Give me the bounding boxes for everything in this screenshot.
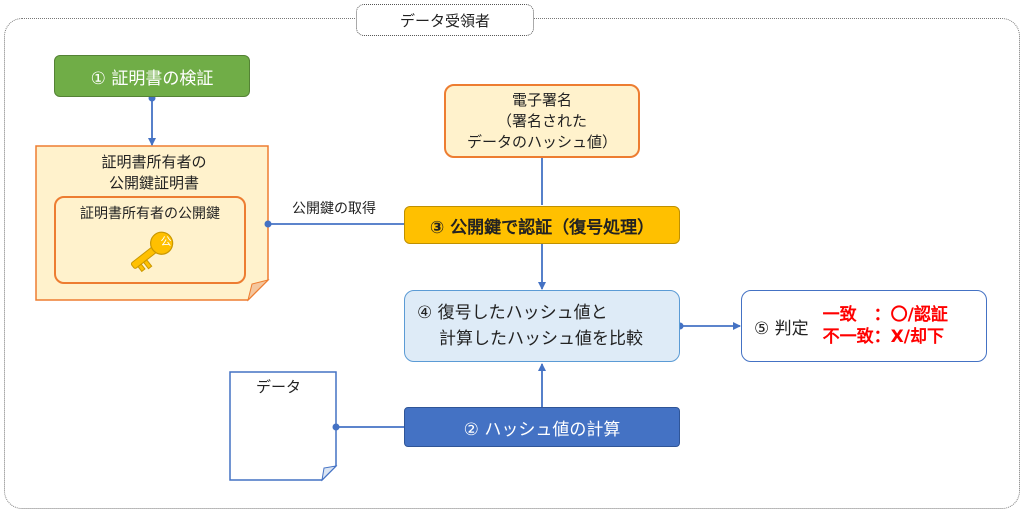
signature-line3: データのハッシュ値） bbox=[466, 132, 617, 151]
step3-authenticate: ③ 公開鍵で認証（復号処理） bbox=[404, 206, 680, 244]
digital-signature-box: 電子署名 （署名された データのハッシュ値） bbox=[444, 84, 640, 158]
step2-compute-hash: ② ハッシュ値の計算 bbox=[404, 407, 680, 447]
frame-title: データ受領者 bbox=[356, 4, 534, 36]
certificate-title-line1: 証明書所有者の bbox=[101, 153, 207, 171]
data-document-fold bbox=[321, 465, 338, 482]
step5-label: ⑤ 判定 bbox=[754, 318, 809, 339]
step5-results: 一致 ：〇/認証 不一致：X/却下 bbox=[823, 304, 948, 348]
result-match: 一致 ：〇/認証 bbox=[822, 305, 948, 325]
step4-line1: ④ 復号したハッシュ値と bbox=[417, 303, 608, 323]
connector-dot bbox=[264, 220, 272, 228]
result-mismatch: 不一致：X/却下 bbox=[822, 327, 944, 347]
step1-verify-certificate: ① 証明書の検証 bbox=[54, 55, 250, 97]
key-badge: 公 bbox=[161, 235, 172, 248]
data-document-label: データ bbox=[256, 378, 302, 396]
certificate-fold bbox=[247, 279, 270, 302]
step5-judgement: ⑤ 判定 一致 ：〇/認証 不一致：X/却下 bbox=[741, 290, 987, 362]
public-key-box bbox=[54, 196, 246, 284]
step4-compare: ④ 復号したハッシュ値と 計算したハッシュ値を比較 bbox=[404, 290, 680, 362]
step4-line2: 計算したハッシュ値を比較 bbox=[439, 329, 643, 349]
signature-line2: （署名された bbox=[496, 111, 587, 130]
public-key-label: 証明書所有者の公開鍵 bbox=[80, 206, 220, 222]
signature-line1: 電子署名 bbox=[511, 90, 572, 109]
certificate-title-line2: 公開鍵証明書 bbox=[108, 174, 199, 192]
connector-dot bbox=[332, 423, 340, 431]
certificate-title: 証明書所有者の 公開鍵証明書 bbox=[36, 152, 272, 194]
public-key-fetch-label: 公開鍵の取得 bbox=[292, 201, 376, 217]
key-icon: 公 bbox=[130, 231, 174, 273]
